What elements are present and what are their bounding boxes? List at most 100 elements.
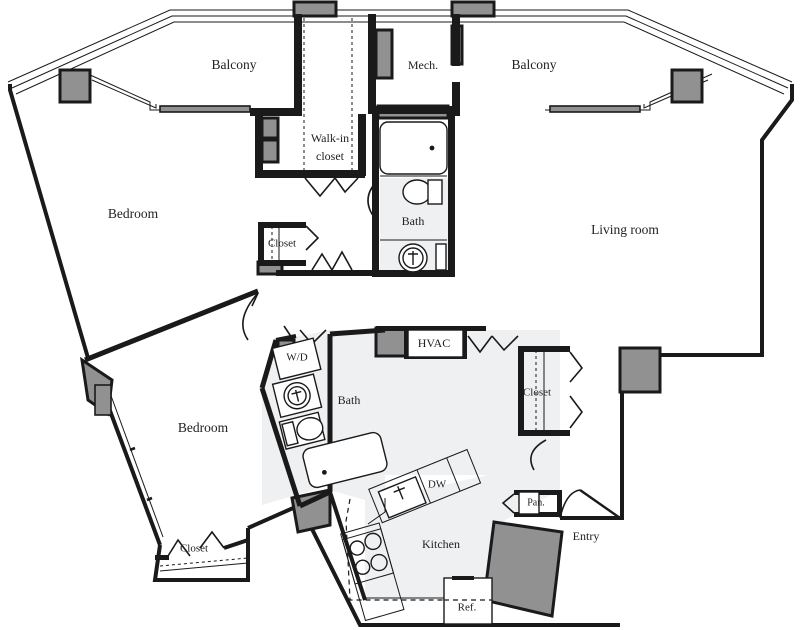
window-mullion-2	[146, 496, 153, 502]
label-closet-upper: Closet	[268, 238, 296, 250]
label-kitchen: Kitchen	[422, 537, 460, 551]
wall-closet-entry-top	[518, 346, 570, 352]
wall-balcony-left-bottom	[250, 108, 302, 116]
bath-lower-fixtures	[271, 337, 388, 489]
door-swings	[155, 177, 621, 572]
door-hall-a	[311, 252, 333, 271]
exterior-wall-entry	[560, 392, 624, 520]
balcony-rail-inner	[11, 15, 789, 89]
column-walkin-b	[260, 138, 280, 164]
label-entry: Entry	[573, 529, 600, 543]
dishwasher-edge-left	[416, 469, 431, 504]
door-closet-upper-bifold	[305, 225, 320, 251]
label-pantry: Pan.	[527, 497, 545, 508]
wall-bedroom-upper-bottom	[276, 270, 376, 276]
room-labels: Balcony Balcony Mech. Walk-in closet Bat…	[108, 57, 660, 613]
wall-walkin-right	[358, 114, 366, 176]
sink-lower-faucet	[291, 389, 302, 402]
balcony-details	[159, 105, 641, 116]
door-walkin-bifold-a	[304, 177, 336, 198]
wall-mech-bottom	[368, 106, 460, 114]
label-bath-upper: Bath	[402, 214, 425, 228]
label-bath-lower: Bath	[338, 393, 361, 407]
closet-shelf-lower	[159, 562, 249, 572]
column-top-right	[670, 68, 704, 104]
sink-upper-inner	[402, 247, 424, 269]
exterior-wall-left	[8, 84, 90, 359]
vanity-upper-counter	[435, 243, 447, 271]
column-kitchen-left	[290, 488, 332, 534]
balcony-left-edge2	[91, 79, 157, 109]
wall-bath-upper-right	[448, 114, 455, 276]
door-hall-hvac-b	[491, 335, 519, 352]
wall-bath-upper-left	[372, 114, 379, 276]
balcony-rail-inner2	[15, 21, 785, 95]
balcony-rail-outer	[7, 9, 793, 83]
label-dishwasher: DW	[428, 479, 447, 491]
door-hall-hvac-a	[467, 335, 493, 354]
kitchen-counter-corner	[367, 498, 386, 525]
label-mech: Mech.	[408, 58, 438, 72]
wall-hvac-right	[462, 326, 467, 359]
door-walkin-bifold-b	[334, 177, 359, 194]
wall-closet-upper-left	[258, 222, 264, 266]
refrigerator-handle	[452, 576, 474, 580]
wall-balcony-left-part	[294, 14, 302, 110]
wall-hvac-left	[404, 326, 409, 359]
toilet-lower-tank	[281, 420, 299, 447]
wall-walkin-bottom	[255, 170, 365, 178]
wall-wd-top	[275, 334, 297, 342]
label-walkin-line2: closet	[316, 149, 345, 163]
column-top-left	[58, 68, 92, 104]
door-closet-lower-a	[167, 538, 191, 557]
wall-mech-left	[368, 14, 376, 114]
bathtub-upper	[379, 121, 448, 175]
wall-closet-lower-right	[223, 528, 250, 550]
burner-2	[364, 532, 382, 551]
wall-closet-entry-left	[518, 346, 524, 436]
toilet-upper-tank	[427, 179, 443, 205]
wall-closet-upper-bottom	[258, 260, 306, 266]
door-bedroom-lower	[242, 292, 259, 341]
kitchen-fixtures	[340, 448, 493, 625]
sink-upper-faucet	[408, 251, 418, 265]
hvac-box	[407, 329, 464, 358]
window-mullion-1	[129, 446, 136, 452]
door-closet-entry-b	[569, 395, 583, 429]
pantry-shelf	[518, 491, 540, 515]
wall-mech-right-b	[452, 82, 460, 114]
mech-column-left	[374, 28, 394, 80]
wall-bedroom-divider	[84, 288, 259, 363]
wall-walkin-left	[255, 114, 263, 176]
label-bedroom-upper: Bedroom	[108, 206, 159, 221]
exterior-walls	[7, 9, 794, 627]
door-closet-lower-b	[199, 530, 225, 549]
toilet-upper-bowl	[402, 179, 432, 205]
misc-boxes	[407, 329, 464, 358]
door-entry-leaf	[579, 489, 621, 519]
door-wd	[283, 325, 293, 339]
balcony-left-edge	[87, 73, 255, 111]
label-balcony-left: Balcony	[212, 57, 257, 72]
label-refrigerator: Ref.	[458, 602, 477, 614]
toilet-lower-bowl	[296, 416, 324, 441]
door-pantry	[501, 493, 515, 514]
washer-dryer-unit	[271, 337, 322, 381]
cooktop-unit	[341, 528, 395, 585]
door-bath-upper-leaf	[371, 179, 379, 191]
window-left-lower-inner	[109, 392, 164, 538]
label-hvac: HVAC	[418, 336, 450, 350]
door-entry-arc	[559, 489, 581, 519]
bathtub-upper-drain	[429, 145, 435, 151]
window-left-lower-outer	[102, 395, 158, 541]
interior-walls	[84, 14, 570, 601]
door-hall-b	[331, 250, 353, 271]
sink-lower-basin	[283, 382, 311, 410]
column-walkin-a	[260, 116, 280, 140]
label-bedroom-lower: Bedroom	[178, 420, 229, 435]
window-top-left	[292, 0, 338, 18]
dishwasher-edge-right	[446, 457, 461, 492]
exterior-wall-kitchen-bottom	[298, 504, 620, 627]
